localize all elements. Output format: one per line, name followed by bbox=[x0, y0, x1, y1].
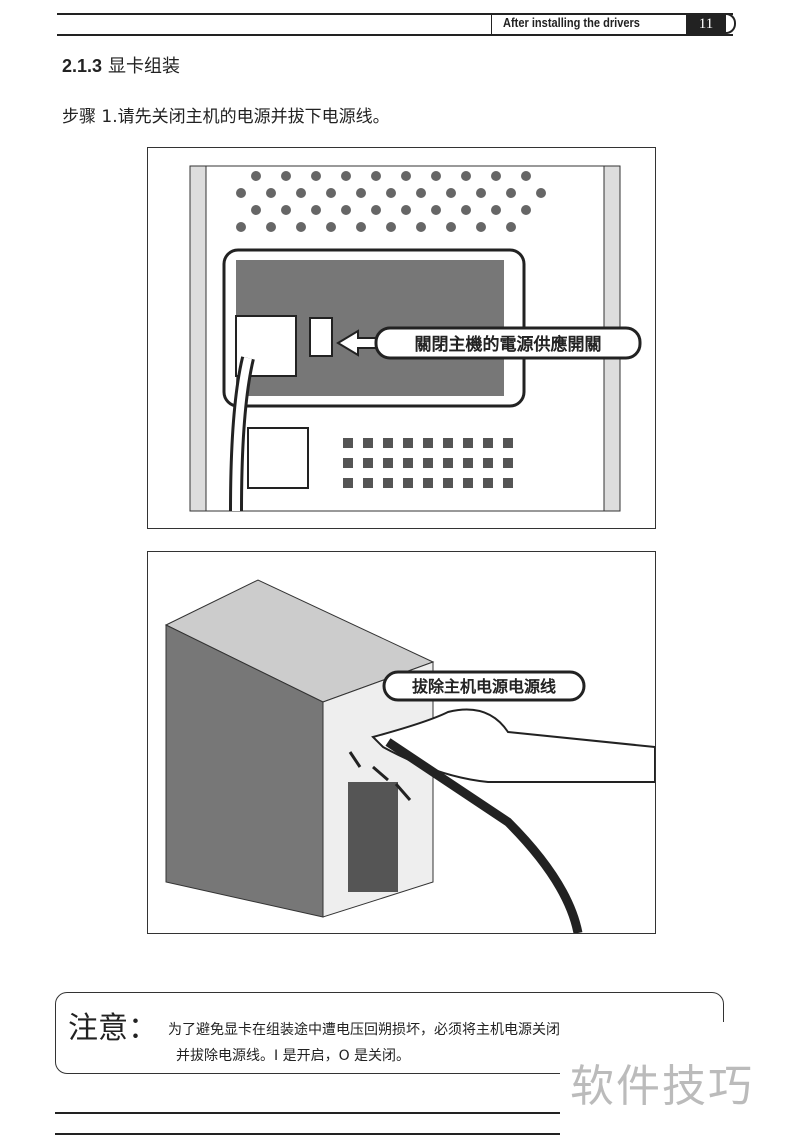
note-line-2: 并拔除电源线。I 是开启，O 是关闭。 bbox=[176, 1048, 411, 1064]
note-line-1: 为了避免显卡在组装途中遭电压回朔损坏，必须将主机电源关闭 bbox=[168, 1022, 560, 1038]
step-1-text: 步骤 1.请先关闭主机的电源并拔下电源线。 bbox=[62, 107, 390, 127]
section-number: 2.1.3 bbox=[62, 56, 103, 76]
section-title: 显卡组装 bbox=[108, 56, 181, 77]
header-rule bbox=[57, 34, 733, 36]
watermark: 软件技巧 bbox=[560, 1022, 800, 1142]
psu-illustration: 關閉主機的電源供應開關 bbox=[189, 165, 642, 512]
page-number: 11 bbox=[686, 14, 726, 34]
unplug-callout: 拔除主机电源电源线 bbox=[412, 677, 556, 696]
footer-rule bbox=[55, 1133, 560, 1135]
footer-rule bbox=[55, 1112, 560, 1114]
header-title: After installing the drivers bbox=[503, 15, 640, 30]
note-box: 注意： 为了避免显卡在组装途中遭电压回朔损坏，必须将主机电源关闭 并拔除电源线。… bbox=[55, 992, 724, 1074]
header-divider bbox=[491, 13, 492, 35]
header-tab-cap bbox=[726, 13, 736, 34]
unplug-illustration: 拔除主机电源电源线 bbox=[164, 579, 656, 934]
figure-unplug-cable: 拔除主机电源电源线 bbox=[147, 551, 656, 934]
psu-switch-callout: 關閉主機的電源供應開關 bbox=[415, 334, 602, 355]
figure-psu-switch: 關閉主機的電源供應開關 bbox=[147, 147, 656, 529]
watermark-text: 软件技巧 bbox=[570, 1061, 754, 1112]
note-label: 注意： bbox=[68, 1011, 158, 1046]
header-rule bbox=[57, 13, 733, 15]
